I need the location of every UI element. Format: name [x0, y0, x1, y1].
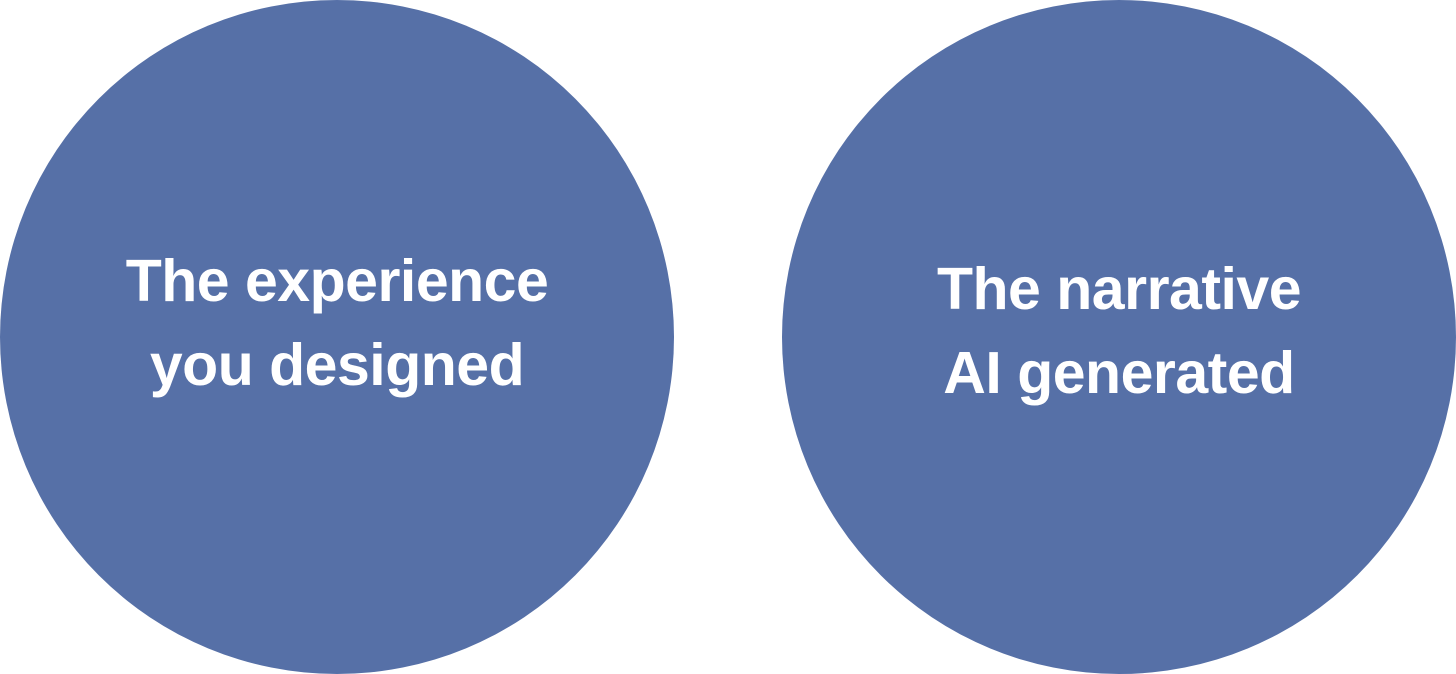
circle-experience-label: The experience you designed [126, 239, 549, 407]
circle-experience: The experience you designed [0, 0, 674, 674]
circle-narrative-label: The narrative AI generated [936, 247, 1302, 415]
circle-narrative-line-1: The narrative [936, 256, 1302, 322]
circle-experience-line-1: The experience [125, 248, 549, 314]
circle-narrative-line-2: AI generated [943, 340, 1295, 406]
circle-narrative: The narrative AI generated [782, 0, 1456, 674]
circle-experience-line-2: you designed [149, 332, 525, 398]
